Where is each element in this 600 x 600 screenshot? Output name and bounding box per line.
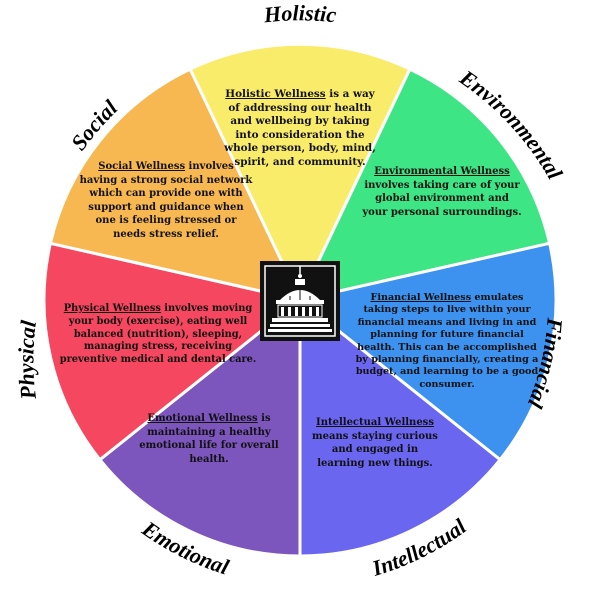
emotional-body: is maintaining a healthy emotional life … xyxy=(139,413,279,465)
physical-description: Physical Wellness involves moving your b… xyxy=(58,303,258,367)
social-title: Social Wellness xyxy=(98,161,186,172)
intellectual-title: Intellectual Wellness xyxy=(316,417,434,428)
segment-environmental xyxy=(297,67,552,303)
social-body: involves having a strong social network … xyxy=(79,161,253,240)
segment-intellectual xyxy=(298,296,503,558)
segment-financial xyxy=(296,241,558,462)
segment-holistic xyxy=(188,42,412,304)
holistic-title: Holistic Wellness xyxy=(225,88,326,100)
environmental-description: Environmental Wellness involves taking c… xyxy=(362,165,522,219)
segment-emotional xyxy=(97,296,302,558)
physical-title: Physical Wellness xyxy=(63,303,161,314)
label-physical: Physical xyxy=(13,318,41,402)
social-description: Social Wellness involves having a strong… xyxy=(78,160,254,242)
intellectual-description: Intellectual Wellness means staying curi… xyxy=(310,416,440,470)
environmental-title: Environmental Wellness xyxy=(374,166,510,177)
financial-body: emulates taking steps to live within you… xyxy=(355,292,539,390)
financial-description: Financial Wellness emulates taking steps… xyxy=(352,292,542,391)
segment-physical xyxy=(42,241,304,462)
holistic-body: is a way of addressing our health and we… xyxy=(224,88,376,168)
intellectual-body: means staying curious and engaged in lea… xyxy=(312,430,438,469)
physical-body: involves moving your body (exercise), ea… xyxy=(59,303,257,366)
environmental-body: involves taking care of your global envi… xyxy=(362,179,522,218)
dome-building-icon xyxy=(260,261,340,341)
financial-title: Financial Wellness xyxy=(370,292,472,303)
segment-social xyxy=(48,67,303,303)
label-holistic: Holistic xyxy=(262,0,338,27)
emotional-title: Emotional Wellness xyxy=(147,413,258,424)
emotional-description: Emotional Wellness is maintaining a heal… xyxy=(124,412,294,466)
holistic-description: Holistic Wellness is a way of addressing… xyxy=(222,88,378,170)
